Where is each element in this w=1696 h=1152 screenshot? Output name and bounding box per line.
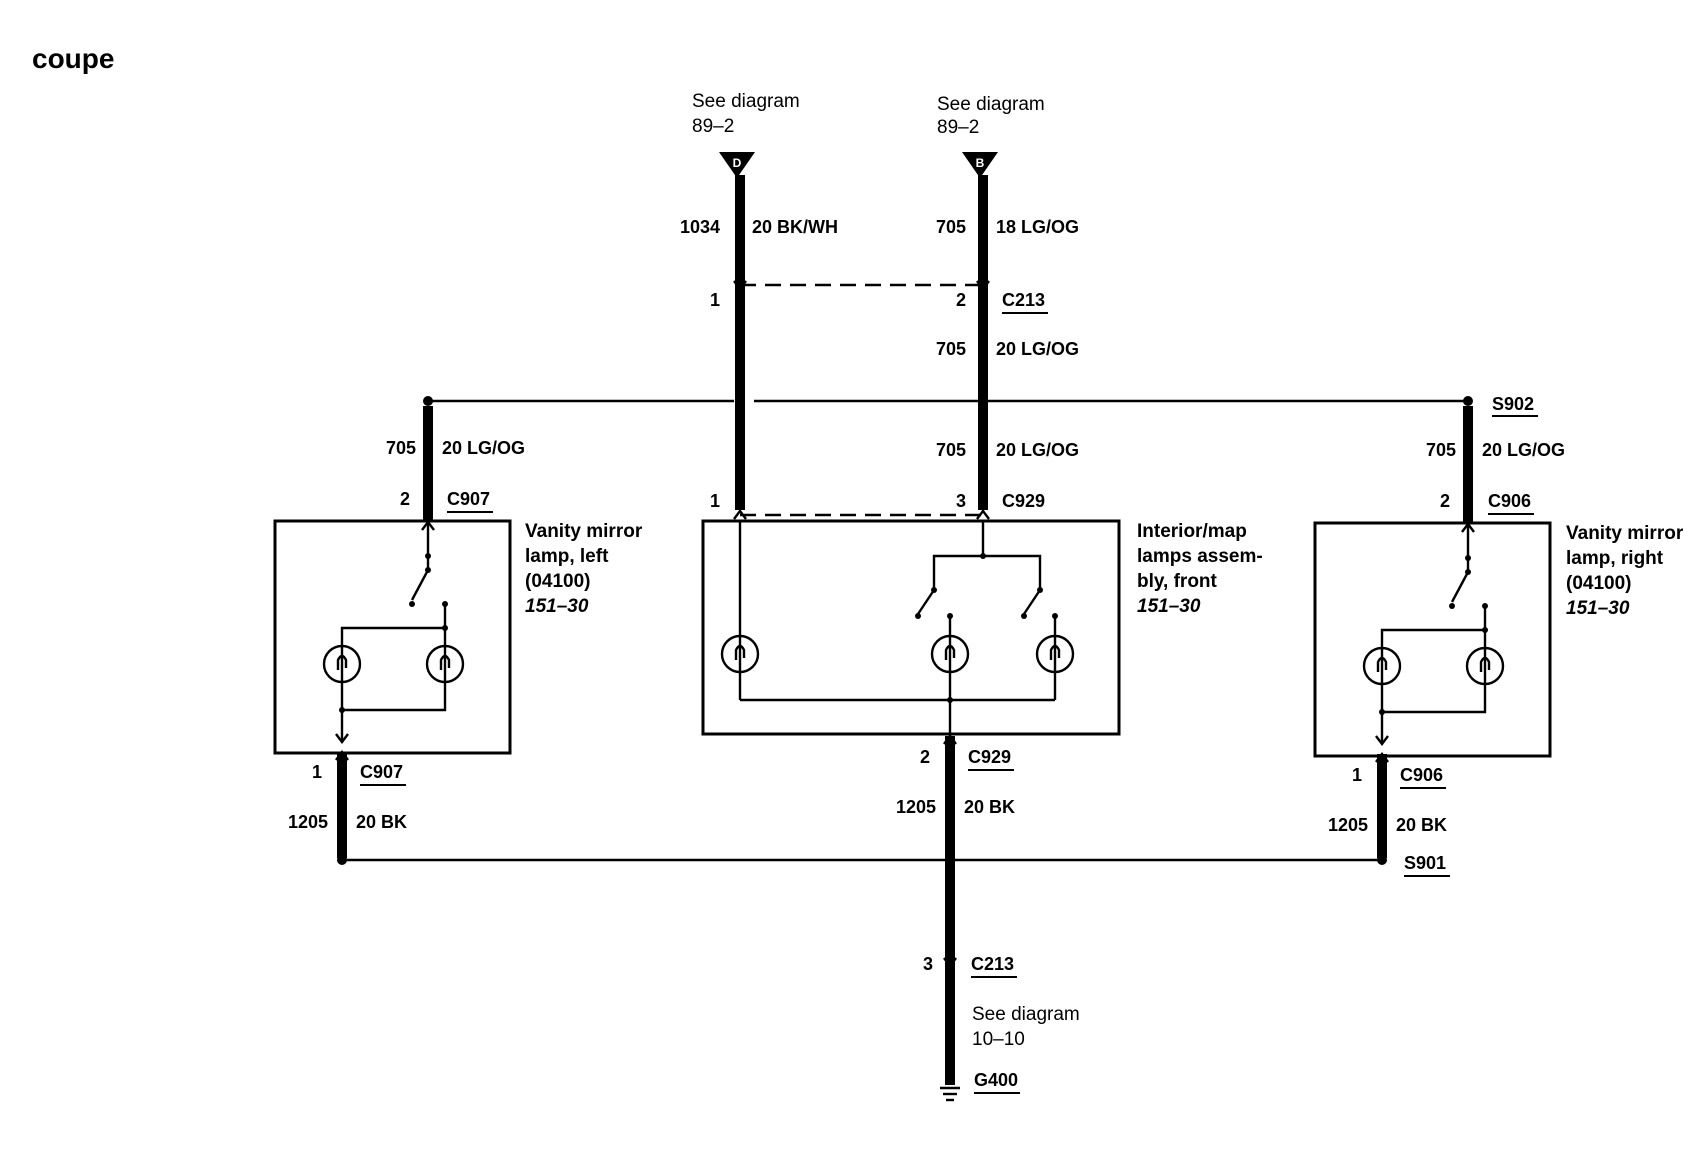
vanity-right-name-2: lamp, right — [1566, 548, 1664, 569]
ref-bottom-line1: See diagram — [972, 1004, 1080, 1025]
vanity-left-switch-icon — [409, 520, 448, 607]
bulb-icon — [720, 634, 760, 674]
ref-d-line1: See diagram — [692, 91, 800, 112]
vanity-mirror-lamp-left-box — [273, 519, 512, 755]
connector-b-icon: B — [962, 152, 998, 178]
wire-1205-left-circuit: 1205 — [288, 812, 328, 832]
ground-icon — [940, 1086, 960, 1102]
c213-bottom-pin-icon — [943, 957, 957, 968]
page-title: coupe — [32, 43, 114, 74]
interior-lamps-name-2: lamps assem- — [1137, 546, 1263, 567]
c907-top-label: C907 — [447, 489, 490, 509]
c213-bottom-label: C213 — [971, 954, 1014, 974]
vanity-mirror-lamp-right-box — [1313, 521, 1552, 758]
s901-label: S901 — [1404, 853, 1446, 873]
c906-top-pin: 2 — [1440, 491, 1450, 511]
bulb-icon — [1035, 634, 1075, 674]
interior-map-lamps-box — [701, 519, 1121, 736]
c213-bottom-pin: 3 — [923, 954, 933, 974]
c907-bottom-pin: 1 — [312, 762, 322, 782]
c213-top-label: C213 — [1002, 290, 1045, 310]
wire-705-right-circuit: 705 — [1426, 440, 1456, 460]
wire-705-18-spec: 18 LG/OG — [996, 217, 1079, 237]
wire-1034-spec: 20 BK/WH — [752, 217, 838, 237]
ref-bottom-line2: 10–10 — [972, 1029, 1025, 1050]
vanity-left-ref: 151–30 — [525, 596, 589, 617]
connector-d-icon: D — [719, 152, 755, 178]
svg-text:D: D — [733, 156, 742, 170]
c906-bottom-pin-icon — [1375, 752, 1389, 763]
wire-705-18-circuit: 705 — [936, 217, 966, 237]
c929-bottom-pin: 2 — [920, 747, 930, 767]
bulb-icon — [425, 644, 465, 684]
svg-text:B: B — [976, 156, 985, 170]
vanity-left-name-1: Vanity mirror — [525, 521, 643, 542]
wire-1034-circuit: 1034 — [680, 217, 720, 237]
interior-lamps-name-1: Interior/map — [1137, 521, 1247, 542]
s902-label: S902 — [1492, 394, 1534, 414]
wire-1205-center-spec: 20 BK — [964, 797, 1015, 817]
c907-top-pin: 2 — [400, 489, 410, 509]
c929-bottom-label: C929 — [968, 747, 1011, 767]
c929-top-label: C929 — [1002, 491, 1045, 511]
wire-1205-right-spec: 20 BK — [1396, 815, 1447, 835]
ref-d-line2: 89–2 — [692, 116, 734, 137]
wire-1205-right-circuit: 1205 — [1328, 815, 1368, 835]
bulb-icon — [1465, 646, 1505, 686]
s902-bus — [423, 396, 1473, 406]
c906-bottom-pin: 1 — [1352, 765, 1362, 785]
wire-705-left-circuit: 705 — [386, 438, 416, 458]
c929-top-pin-1: 1 — [710, 491, 720, 511]
bulb-icon — [1362, 646, 1402, 686]
g400-label: G400 — [974, 1070, 1018, 1090]
bulb-icon — [930, 634, 970, 674]
vanity-right-ref: 151–30 — [1566, 598, 1630, 619]
vanity-left-name-3: (04100) — [525, 571, 591, 592]
vanity-left-lamp-circuit — [335, 604, 448, 744]
bulb-icon — [322, 644, 362, 684]
c213-top-pin-2: 2 — [956, 290, 966, 310]
vanity-right-lamp-circuit — [1375, 606, 1488, 746]
c929-top-pins — [733, 509, 990, 520]
interior-lamps-ref: 151–30 — [1137, 596, 1201, 617]
ref-b-line1: See diagram — [937, 94, 1045, 115]
wire-1205-center-circuit: 1205 — [896, 797, 936, 817]
wire-1205-left-spec: 20 BK — [356, 812, 407, 832]
wire-705-center-spec: 20 LG/OG — [996, 440, 1079, 460]
c906-top-label: C906 — [1488, 491, 1531, 511]
interior-lamps-circuit — [738, 521, 1058, 736]
c929-bottom-pin-icon — [943, 734, 957, 745]
wire-705-mid-spec: 20 LG/OG — [996, 339, 1079, 359]
vanity-right-name-1: Vanity mirror — [1566, 523, 1684, 544]
c907-bottom-pin-icon — [335, 750, 349, 761]
wire-705-left-spec: 20 LG/OG — [442, 438, 525, 458]
wire-705-center-circuit: 705 — [936, 440, 966, 460]
wire-705-mid-circuit: 705 — [936, 339, 966, 359]
vanity-left-name-2: lamp, left — [525, 546, 609, 567]
c907-bottom-label: C907 — [360, 762, 403, 782]
c213-top-pin-1: 1 — [710, 290, 720, 310]
c929-top-pin-3: 3 — [956, 491, 966, 511]
ref-b-line2: 89–2 — [937, 117, 979, 138]
vanity-right-name-3: (04100) — [1566, 573, 1632, 594]
s901-bus — [337, 855, 1387, 865]
c213-top-pins — [733, 280, 990, 291]
wire-705-right-spec: 20 LG/OG — [1482, 440, 1565, 460]
vanity-right-switch-icon — [1449, 522, 1488, 609]
interior-lamps-name-3: bly, front — [1137, 571, 1218, 592]
c906-bottom-label: C906 — [1400, 765, 1443, 785]
